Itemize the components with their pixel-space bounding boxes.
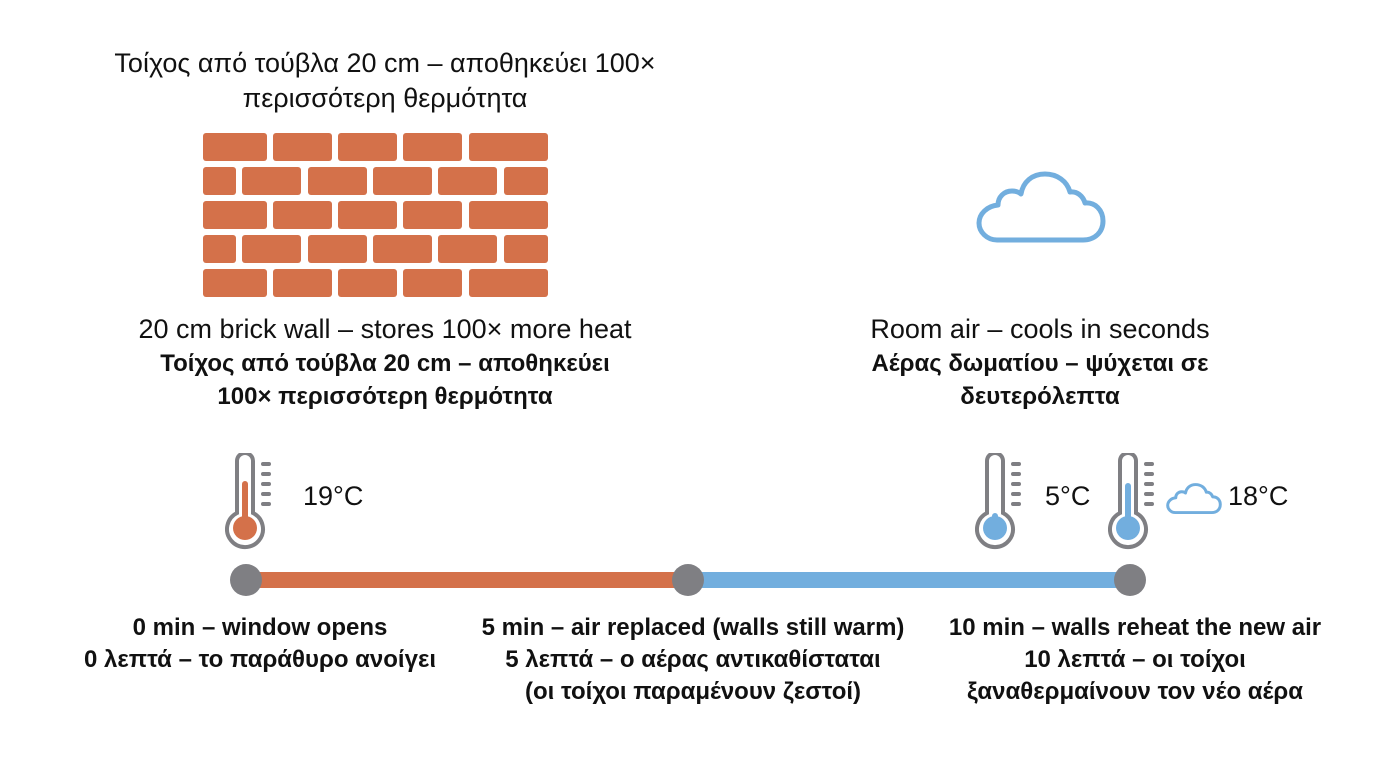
air-label-el-2: δευτερόλεπτα bbox=[960, 383, 1120, 410]
timeline-node-5min bbox=[672, 564, 704, 596]
step-10min: 10 min – walls reheat the new air 10 λεπ… bbox=[930, 612, 1340, 708]
wall-label-el-1: Τοίχος από τούβλα 20 cm – αποθηκεύει bbox=[160, 350, 610, 377]
timeline-node-0min bbox=[230, 564, 262, 596]
cloud-icon bbox=[976, 171, 1106, 243]
timeline-cool-segment bbox=[688, 572, 1130, 588]
step-0min-en: 0 min – window opens bbox=[132, 614, 388, 641]
step-5min: 5 min – air replaced (walls still warm) … bbox=[468, 612, 918, 708]
step-10min-en: 10 min – walls reheat the new air bbox=[948, 614, 1322, 641]
thermometer-rising-icon bbox=[1108, 453, 1154, 550]
reading-19c: 19°C bbox=[303, 481, 364, 511]
step-5min-el-2: (οι τοίχοι παραμένουν ζεστοί) bbox=[524, 678, 862, 705]
wall-label: 20 cm brick wall – stores 100× more heat… bbox=[100, 312, 670, 413]
step-10min-el-2: ξαναθερμαίνουν τον νέο αέρα bbox=[967, 678, 1303, 705]
reading-18c: 18°C bbox=[1228, 481, 1289, 511]
air-label: Room air – cools in seconds Αέρας δωματί… bbox=[820, 312, 1260, 413]
reading-5c: 5°C bbox=[1045, 481, 1091, 511]
step-0min: 0 min – window opens 0 λεπτά – το παράθυ… bbox=[80, 612, 440, 676]
step-10min-el-1: 10 λεπτά – οι τοίχοι bbox=[1024, 646, 1246, 673]
wall-label-en: 20 cm brick wall – stores 100× more heat bbox=[138, 314, 632, 344]
thermometer-warm-icon bbox=[225, 453, 271, 550]
air-label-en: Room air – cools in seconds bbox=[870, 314, 1210, 344]
title: Τοίχος από τούβλα 20 cm – αποθηκεύει 100… bbox=[40, 46, 730, 116]
timeline-warm-segment bbox=[246, 572, 688, 588]
wall-label-el-2: 100× περισσότερη θερμότητα bbox=[217, 383, 553, 410]
air-label-el-1: Αέρας δωματίου – ψύχεται σε bbox=[871, 350, 1209, 377]
small-cloud-icon bbox=[1166, 483, 1222, 515]
thermometer-cold-icon bbox=[975, 453, 1021, 550]
title-line-2: περισσότερη θερμότητα bbox=[242, 83, 528, 113]
timeline-node-10min bbox=[1114, 564, 1146, 596]
step-5min-en: 5 min – air replaced (walls still warm) bbox=[481, 614, 905, 641]
brick-wall-icon bbox=[203, 133, 548, 297]
step-0min-el: 0 λεπτά – το παράθυρο ανοίγει bbox=[84, 646, 436, 673]
step-5min-el-1: 5 λεπτά – ο αέρας αντικαθίσταται bbox=[505, 646, 881, 673]
title-line-1: Τοίχος από τούβλα 20 cm – αποθηκεύει 100… bbox=[114, 48, 656, 78]
